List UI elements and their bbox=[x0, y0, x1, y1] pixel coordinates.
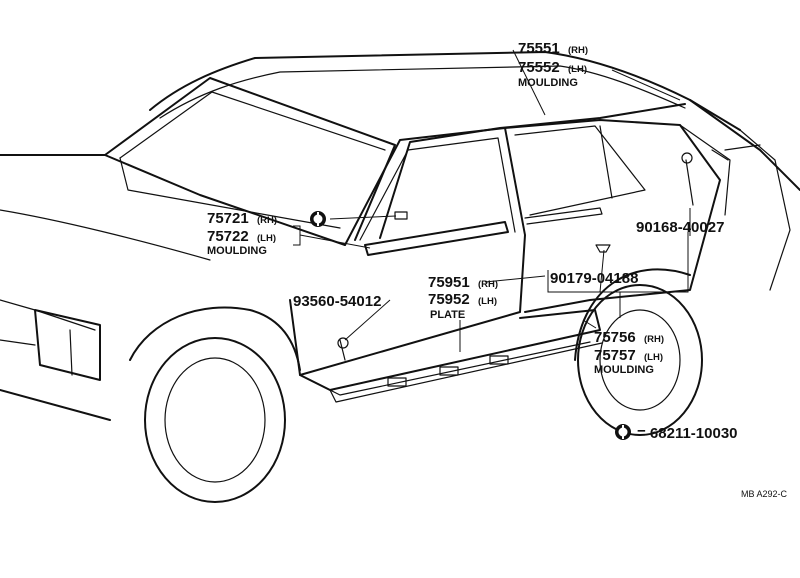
rocker-moulding-name: MOULDING bbox=[594, 364, 654, 376]
plate-lh-number: 75952 bbox=[428, 291, 470, 308]
front-moulding-lh-number: 75722 bbox=[207, 228, 249, 245]
rocker-moulding-rh-side: (RH) bbox=[644, 334, 664, 345]
roof-moulding-lh-number: 75552 bbox=[518, 59, 560, 76]
leader-lines bbox=[293, 49, 691, 352]
legend-clip-symbol-icon bbox=[615, 424, 631, 440]
clip-symbol-icon bbox=[310, 211, 326, 227]
roof-moulding-lh-side: (LH) bbox=[568, 64, 587, 75]
roof-moulding-rh-side: (RH) bbox=[568, 45, 588, 56]
front-moulding-lh-side: (LH) bbox=[257, 233, 276, 244]
rocker-moulding-lh-side: (LH) bbox=[644, 352, 663, 363]
front-moulding-rh-side: (RH) bbox=[257, 215, 277, 226]
clip-legend-text: = 68211-10030 bbox=[637, 425, 738, 442]
plate-rh-number: 75951 bbox=[428, 274, 470, 291]
rocker-moulding-lh-number: 75757 bbox=[594, 347, 636, 364]
plate-lh-side: (LH) bbox=[478, 296, 497, 307]
clip-c-number: 90179-04188 bbox=[550, 270, 638, 287]
screw-a-number: 93560-54012 bbox=[293, 293, 381, 310]
plate-rh-side: (RH) bbox=[478, 279, 498, 290]
front-moulding-name: MOULDING bbox=[207, 245, 267, 257]
roof-moulding-name: MOULDING bbox=[518, 77, 578, 89]
reference-code: MB A292-C bbox=[741, 489, 788, 499]
plate-name: PLATE bbox=[430, 309, 465, 321]
car-outline bbox=[0, 51, 800, 503]
rocker-moulding-rh-number: 75756 bbox=[594, 329, 636, 346]
screw-b-number: 90168-40027 bbox=[636, 219, 724, 236]
front-moulding-rh-number: 75721 bbox=[207, 210, 249, 227]
roof-moulding-rh-number: 75551 bbox=[518, 40, 560, 57]
